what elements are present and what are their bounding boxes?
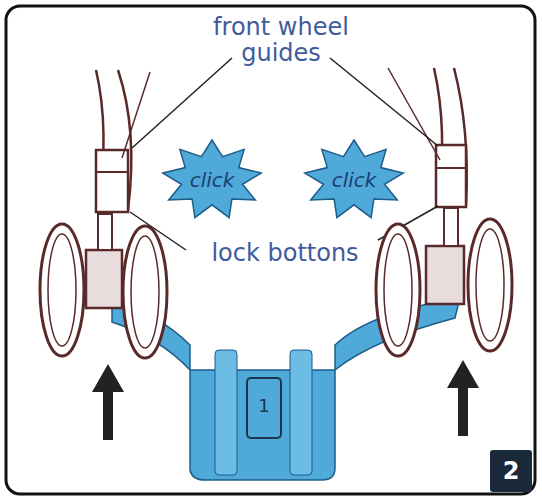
click-text: click bbox=[190, 168, 235, 192]
part-label: front wheel guides bbox=[181, 14, 381, 67]
push-arrow bbox=[92, 364, 124, 440]
leader-line bbox=[132, 58, 232, 148]
text-holder: 2 bbox=[490, 450, 532, 492]
wheel-rim bbox=[131, 236, 159, 348]
wheel bbox=[376, 224, 420, 356]
guide-line bbox=[436, 167, 466, 169]
leader-line bbox=[330, 58, 438, 146]
click-burst: click bbox=[302, 138, 406, 222]
frame-tube bbox=[388, 68, 440, 160]
text-holder: click bbox=[160, 138, 264, 222]
wheel-rim bbox=[48, 234, 76, 346]
wheel bbox=[468, 219, 512, 351]
right-guide bbox=[436, 145, 466, 207]
wheel-rim bbox=[476, 229, 504, 341]
frame-border bbox=[6, 6, 535, 494]
caster-stem bbox=[444, 208, 458, 246]
caster-stem bbox=[98, 214, 112, 250]
push-arrow bbox=[447, 360, 479, 436]
text-holder: click bbox=[302, 138, 406, 222]
wheel bbox=[123, 226, 167, 358]
step-number-box: 2 bbox=[490, 450, 532, 492]
click-text: click bbox=[332, 168, 377, 192]
guide-line bbox=[96, 171, 128, 173]
wheel bbox=[40, 224, 84, 356]
part-label: lock bottons bbox=[208, 240, 361, 266]
caster-housing bbox=[426, 246, 464, 304]
pedal-icon bbox=[247, 378, 281, 438]
left-guide bbox=[96, 150, 128, 212]
caster-housing bbox=[86, 250, 122, 308]
callout-number: 1 bbox=[258, 396, 269, 416]
bar-rail bbox=[290, 350, 312, 475]
wheel-rim bbox=[384, 234, 412, 346]
burst-outline bbox=[163, 140, 261, 218]
click-burst: click bbox=[160, 138, 264, 222]
burst-outline bbox=[305, 140, 403, 218]
box-fill bbox=[490, 450, 532, 492]
bar-rail bbox=[215, 350, 237, 475]
step-number: 2 bbox=[503, 457, 520, 485]
